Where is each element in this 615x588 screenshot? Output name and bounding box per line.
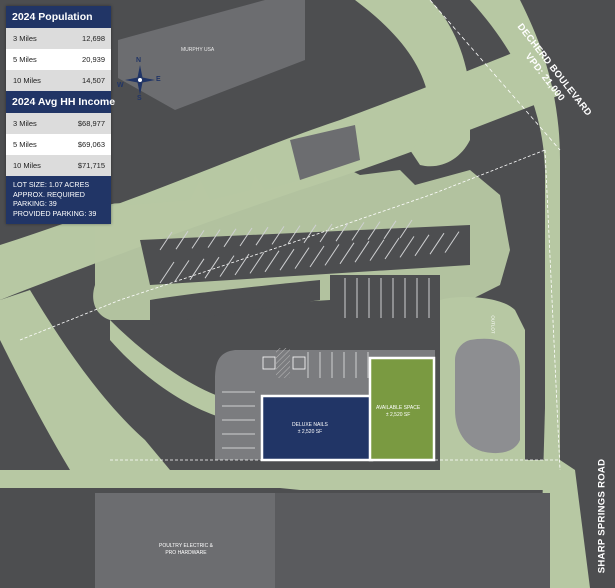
- parking-field-east: [340, 275, 440, 320]
- parking-stripe: [383, 220, 397, 240]
- parking-stripe: [303, 224, 317, 244]
- parking-stripe: [204, 256, 220, 279]
- murphy-usa-building: [118, 0, 305, 110]
- parking-stripe: [189, 258, 205, 281]
- parking-stripe: [207, 229, 221, 248]
- population-title: 2024 Population: [6, 6, 111, 28]
- sharp-springs-road-label: SHARP SPRINGS ROAD: [596, 458, 608, 574]
- parking-stripe: [369, 239, 385, 261]
- grass-strip-sw: [110, 320, 230, 420]
- parking-stripe: [429, 232, 445, 255]
- parking-stripe: [351, 222, 365, 241]
- income-row: 5 Miles$69,063: [13, 140, 105, 149]
- outlot-pad: [455, 338, 520, 454]
- compass-s: S: [137, 95, 142, 102]
- income-row: 3 Miles$68,977: [6, 113, 111, 134]
- parking-stripe: [191, 230, 205, 249]
- grass-frontage: [0, 470, 560, 490]
- poultry-electric-building: [95, 493, 275, 588]
- grass-island-ne: [355, 0, 470, 167]
- crosswalk-hatch: [276, 348, 290, 378]
- parking-stripe: [287, 225, 301, 244]
- compass-e: E: [156, 76, 161, 83]
- parking-stripe: [294, 247, 310, 269]
- grass-sw: [0, 290, 170, 470]
- deluxe-nails-label: DELUXE NAILS ± 2,520 SF: [292, 422, 328, 435]
- parking-stripe: [264, 250, 280, 273]
- parking-stripe: [354, 240, 370, 263]
- compass-w: W: [117, 82, 124, 89]
- parking-stripe: [249, 252, 265, 274]
- parking-stripe: [174, 260, 190, 282]
- parking-stripe: [279, 248, 295, 271]
- parking-stripe: [399, 219, 413, 239]
- income-title: 2024 Avg HH Income: [6, 91, 115, 113]
- parking-field-north: [140, 225, 470, 285]
- ada-space-icon: [262, 356, 276, 370]
- ada-space-icon: [292, 356, 306, 370]
- parking-stripe: [219, 255, 235, 277]
- poultry-electric-label: POULTRY ELECTRIC & PRO HARDWARE: [159, 543, 213, 556]
- unit-available-space[interactable]: [368, 356, 436, 462]
- unit-deluxe-nails[interactable]: [260, 394, 374, 462]
- adjacent-parcel: [275, 493, 550, 588]
- parking-stripe: [239, 227, 253, 247]
- parking-stripe: [324, 244, 340, 266]
- income-row: 10 Miles$71,715: [6, 155, 111, 176]
- parking-stripe: [234, 253, 250, 276]
- available-space-label: AVAILABLE SPACE ± 2,520 SF: [376, 405, 421, 418]
- compass-n: N: [136, 57, 142, 64]
- murphy-usa-label: MURPHY USA: [181, 47, 215, 53]
- parking-stripe: [319, 223, 333, 243]
- parking-stripe: [159, 231, 173, 251]
- compass-rose-icon: [125, 65, 155, 95]
- parking-stripe: [159, 261, 175, 284]
- parking-stripe: [367, 221, 381, 240]
- parking-stripe: [399, 236, 415, 258]
- parking-stripe: [335, 222, 349, 242]
- parking-stripe: [339, 242, 355, 265]
- road-edge-line: [429, 0, 561, 151]
- parking-stripe: [175, 230, 189, 250]
- murphy-canopy: [290, 125, 360, 180]
- lot-info: LOT SIZE: 1.07 ACRES APPROX. REQUIRED PA…: [6, 176, 111, 225]
- parking-stripe: [309, 245, 325, 268]
- parking-stripe: [384, 237, 400, 260]
- parking-stripes: [159, 219, 460, 449]
- parking-stripe: [223, 228, 237, 248]
- parking-stripe: [414, 234, 430, 257]
- outlot-label: OUTLOT: [490, 315, 496, 334]
- parking-stripe: [444, 231, 460, 253]
- parking-stripe: [255, 226, 269, 246]
- grass-median-decherd: [470, 0, 560, 300]
- parking-stripe: [271, 226, 285, 245]
